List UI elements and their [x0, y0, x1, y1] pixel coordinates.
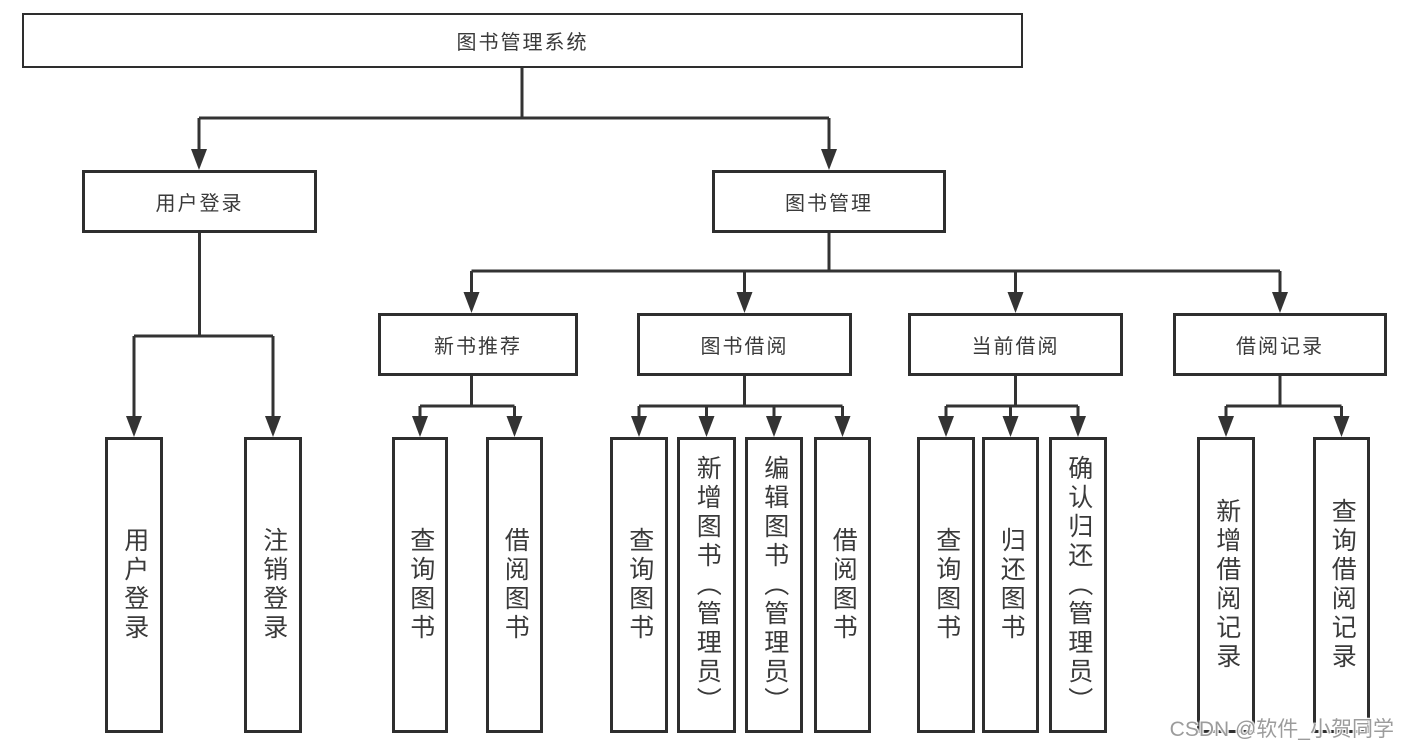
node-root-label: 图书管理系统 — [456, 32, 589, 54]
leaf-query-books-current: 查询图书 — [917, 437, 975, 733]
node-book-management-label: 图书管理 — [785, 193, 873, 215]
leaf-add-books-admin-label: 新增图书（管理员） — [693, 454, 722, 716]
leaf-query-books-borrow: 查询图书 — [610, 437, 668, 733]
leaf-query-books-borrow-label: 查询图书 — [625, 527, 654, 643]
leaf-add-borrow-record-label: 新增借阅记录 — [1212, 498, 1241, 672]
leaf-query-borrow-record: 查询借阅记录 — [1313, 437, 1370, 733]
node-new-book-recommend: 新书推荐 — [378, 313, 578, 376]
leaf-add-borrow-record: 新增借阅记录 — [1197, 437, 1255, 733]
leaf-logout: 注销登录 — [244, 437, 302, 733]
leaf-borrow-books-recommend: 借阅图书 — [486, 437, 543, 733]
leaf-edit-books-admin-label: 编辑图书（管理员） — [760, 454, 789, 716]
node-user-login-label: 用户登录 — [155, 193, 244, 215]
leaf-query-books-recommend-label: 查询图书 — [406, 527, 435, 643]
node-book-borrow-label: 图书借阅 — [700, 336, 789, 358]
leaf-query-books-recommend: 查询图书 — [392, 437, 448, 733]
node-root: 图书管理系统 — [22, 13, 1023, 68]
leaf-user-login: 用户登录 — [105, 437, 163, 733]
node-user-login: 用户登录 — [82, 170, 317, 233]
leaf-borrow-books: 借阅图书 — [814, 437, 871, 733]
leaf-borrow-books-label: 借阅图书 — [829, 527, 858, 643]
node-new-book-recommend-label: 新书推荐 — [434, 336, 522, 358]
node-borrow-records: 借阅记录 — [1173, 313, 1387, 376]
node-current-borrow-label: 当前借阅 — [971, 336, 1060, 358]
node-book-borrow: 图书借阅 — [637, 313, 852, 376]
csdn-watermark: CSDN @软件_小贺同学 — [1169, 718, 1394, 741]
leaf-confirm-return-admin: 确认归还（管理员） — [1049, 437, 1107, 733]
leaf-borrow-books-recommend-label: 借阅图书 — [501, 527, 530, 643]
leaf-add-books-admin: 新增图书（管理员） — [677, 437, 736, 733]
leaf-query-borrow-record-label: 查询借阅记录 — [1328, 498, 1357, 672]
node-borrow-records-label: 借阅记录 — [1236, 336, 1324, 358]
leaf-return-books: 归还图书 — [982, 437, 1039, 733]
leaf-query-books-current-label: 查询图书 — [932, 527, 961, 643]
node-current-borrow: 当前借阅 — [908, 313, 1123, 376]
leaf-return-books-label: 归还图书 — [997, 527, 1026, 643]
leaf-edit-books-admin: 编辑图书（管理员） — [745, 437, 803, 733]
leaf-confirm-return-admin-label: 确认归还（管理员） — [1064, 454, 1093, 716]
node-book-management: 图书管理 — [712, 170, 946, 233]
leaf-logout-label: 注销登录 — [259, 527, 288, 643]
leaf-user-login-label: 用户登录 — [120, 527, 149, 643]
